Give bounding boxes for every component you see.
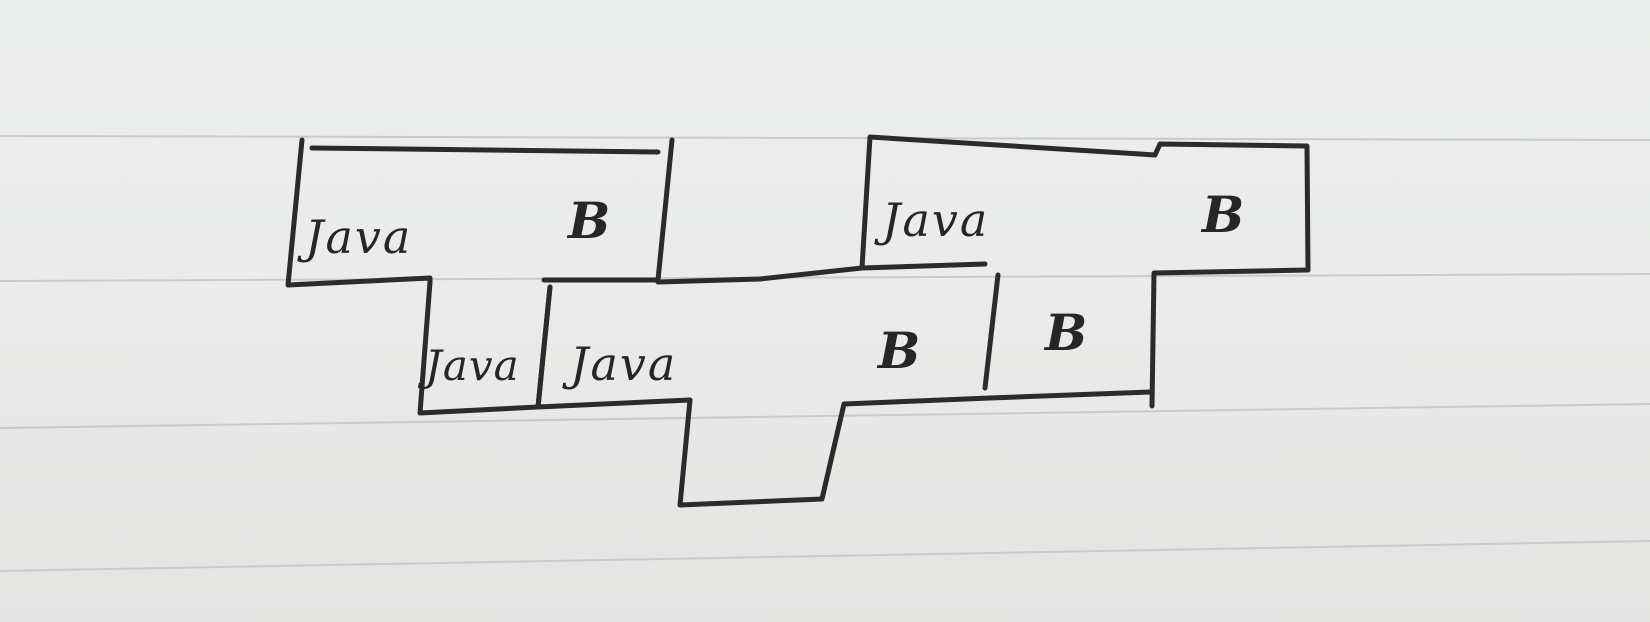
block-middle-outline: [535, 272, 1153, 508]
ruled-lines: [0, 135, 1650, 572]
ruled-line: [0, 273, 1650, 282]
label-java-top-left: Java: [297, 210, 412, 264]
label-java-middle: Java: [562, 337, 677, 391]
label-java-top-right: Java: [874, 193, 989, 247]
label-b-top-left: B: [566, 191, 610, 250]
block-top-right-outline: [655, 134, 1311, 409]
ruled-line: [0, 540, 1650, 572]
ruled-line: [0, 403, 1650, 429]
label-b-top-right: B: [1200, 185, 1244, 244]
ruled-line: [0, 135, 1650, 141]
label-b-small: B: [1043, 303, 1087, 362]
label-b-middle: B: [876, 321, 920, 380]
label-java-small: Java: [417, 341, 520, 390]
